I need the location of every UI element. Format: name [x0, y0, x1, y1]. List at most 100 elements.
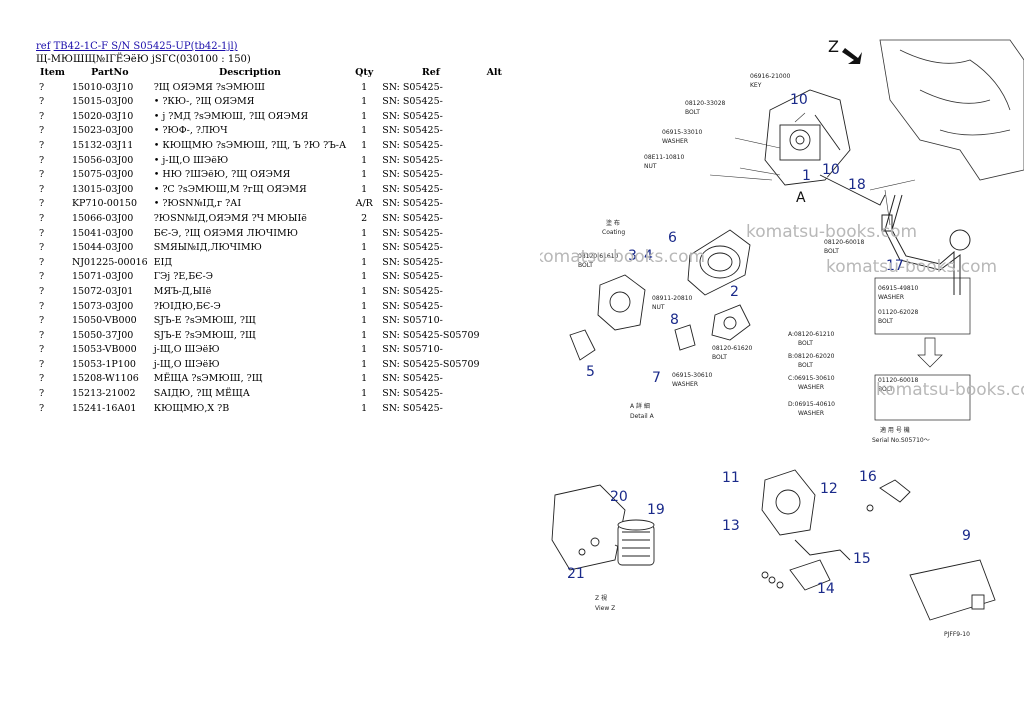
alt-cell	[483, 95, 506, 110]
group-subtitle: Щ-МЮШЩ№IГЁЭёЮ jЅГС(030100 : 150)	[36, 54, 251, 65]
alt-cell	[483, 343, 506, 358]
ref-cell: SN: S05425-	[382, 198, 443, 210]
callout-boxes	[874, 277, 971, 421]
ref-cell: SN: S05425-	[382, 242, 443, 254]
watermarks: komatsu-books.com komatsu-books.com koma…	[540, 222, 1024, 400]
partno-cell: 15075-03J00	[71, 169, 134, 181]
alt-cell	[483, 81, 506, 96]
gear-pump-section	[569, 229, 751, 361]
partno-cell: 15073-03J00	[71, 300, 134, 312]
model-link[interactable]: TB42-1C-F S/N S05425-UP(tb42-1jl)	[53, 41, 238, 52]
item-cell: ?	[39, 169, 45, 181]
nut1-pn: 08E11-10810	[644, 154, 684, 161]
description-cell: ЅАIДЮ, ?Щ МЁЩА	[153, 388, 250, 400]
ref-cell: SN: S05425-	[382, 154, 443, 166]
callout-20: 20	[610, 489, 628, 505]
description-cell: ?ЮЅN№IД,ОЯЭМЯ ?Ч МЮЫIё	[153, 212, 307, 224]
qty-cell: 1	[361, 300, 368, 312]
qty-cell: 1	[361, 125, 368, 137]
partno-cell: 15066-03J00	[71, 212, 134, 224]
watermark-2: komatsu-books.com	[540, 247, 705, 267]
alt-cell	[483, 154, 506, 169]
item-cell: ?	[39, 300, 45, 312]
line-b: B:08120-62020	[788, 353, 835, 360]
key-pn: 06916-21000	[750, 73, 791, 80]
callout-18: 18	[848, 177, 866, 193]
washer4-pn: 06915-49810	[878, 285, 919, 292]
partno-cell: 15053-VB000	[71, 344, 137, 356]
item-cell: ?	[39, 373, 45, 385]
partno-cell: 15010-03J10	[71, 81, 134, 93]
callout-14: 14	[817, 581, 835, 597]
ref-link[interactable]: ref	[36, 41, 51, 52]
description-cell: ЅМЯЫ№IД,ЛЮЧIМЮ	[153, 242, 262, 254]
description-cell: МЯЪ-Д,ЫIё	[153, 285, 212, 297]
washer4-label: WASHER	[878, 294, 904, 301]
description-cell: • НЮ ?ШЭёЮ, ?Щ ОЯЭМЯ	[153, 169, 291, 181]
ref-cell: SN: S05425-	[382, 256, 443, 268]
item-cell: ?	[39, 96, 45, 108]
viewz-label: View Z	[595, 605, 615, 612]
callout-7: 7	[652, 370, 661, 386]
view-z-arrow: Z	[828, 37, 862, 64]
partno-cell: KP710-00150	[71, 198, 137, 210]
qty-cell: 1	[361, 373, 368, 385]
alt-cell	[483, 212, 506, 227]
bolt4-pn: 08120-60018	[824, 239, 865, 246]
parts-table: Item PartNo Description Qty Ref Alt ?150…	[36, 66, 506, 416]
partno-cell: 15050-VB000	[71, 315, 137, 327]
serial-jp: 適 用 号 機	[880, 426, 910, 434]
partno-cell: 15072-03J01	[71, 285, 134, 297]
alt-cell	[483, 139, 506, 154]
nut1-label: NUT	[644, 163, 657, 170]
ref-cell: SN: S05425-	[382, 96, 443, 108]
item-cell: ?	[39, 315, 45, 327]
alt-cell	[483, 285, 506, 300]
col-description: Description	[218, 67, 281, 78]
partno-cell: 15023-03J00	[71, 125, 134, 137]
partno-cell: 15050-37J00	[71, 329, 134, 341]
item-cell: ?	[39, 154, 45, 166]
alt-cell	[483, 110, 506, 125]
ref-cell: SN: S05425-	[382, 227, 443, 239]
ref-cell: SN: S05425-S05709	[382, 358, 480, 370]
qty-cell: 1	[361, 96, 368, 108]
bolt1-label: BOLT	[685, 109, 700, 116]
ref-cell: SN: S05425-	[382, 300, 443, 312]
description-cell: ЕIД	[153, 256, 173, 268]
engine-block-outline	[879, 39, 1024, 181]
watermark-4: komatsu-books.com	[876, 380, 1024, 400]
bolt5-label: BOLT	[878, 318, 893, 325]
serial-label: Serial No.S05710～	[872, 437, 930, 444]
line-d: D:06915-40610	[788, 401, 835, 408]
item-cell: ?	[39, 212, 45, 224]
nut2-pn: 08911-20810	[652, 295, 693, 302]
header-line: ref TB42-1C-F S/N S05425-UP(tb42-1jl)	[36, 40, 251, 53]
partno-cell: 15213-21002	[71, 388, 136, 400]
qty-cell: 2	[361, 212, 368, 224]
washer3-pn: 06915-30610	[672, 372, 713, 379]
col-alt: Alt	[486, 67, 502, 78]
alt-cell	[483, 387, 506, 402]
detail-jp: A 詳 細	[630, 402, 650, 410]
key-label: KEY	[750, 82, 762, 89]
partno-cell: 15056-03J00	[71, 154, 134, 166]
description-cell: • ?С ?sЭМЮШ,М ?гЩ ОЯЭМЯ	[153, 183, 307, 195]
item-cell: ?	[39, 329, 45, 341]
qty-cell: 1	[361, 227, 368, 239]
item-cell: ?	[39, 125, 45, 137]
watermark-3: komatsu-books.com	[826, 257, 997, 277]
ref-cell: SN: S05425-	[382, 373, 443, 385]
col-qty: Qty	[355, 67, 374, 78]
